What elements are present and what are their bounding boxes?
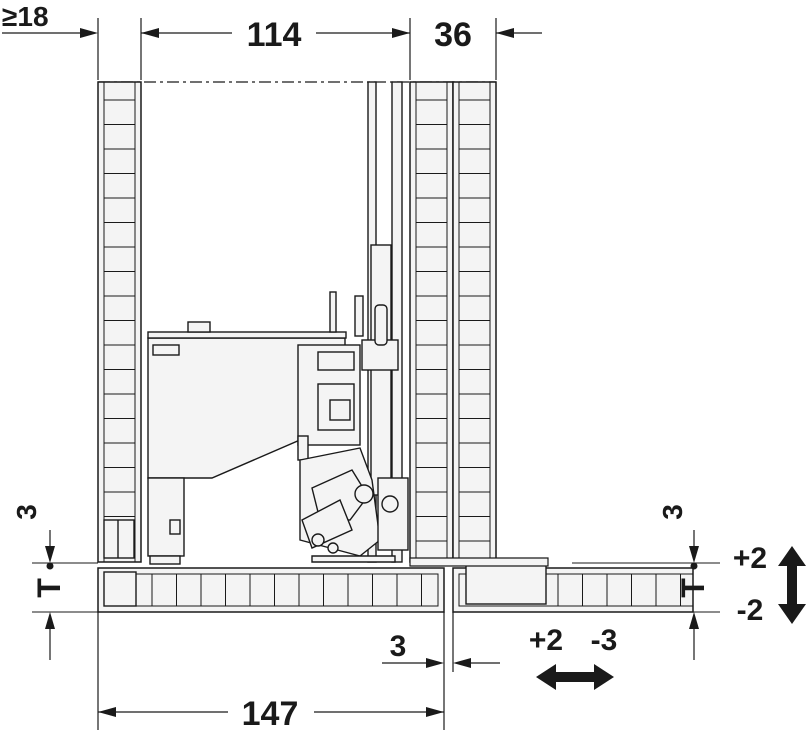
top-extension-lines (97, 18, 497, 80)
label-horizontal-minus: -3 (591, 624, 618, 657)
label-right-t: T (675, 578, 711, 598)
label-horizontal-plus: +2 (529, 624, 563, 657)
label-left-t: T (31, 578, 67, 598)
label-vertical-plus: +2 (733, 542, 767, 575)
bottom-panel-right (409, 557, 694, 613)
label-147: 147 (242, 695, 299, 730)
horizontal-double-arrow-icon (536, 664, 614, 690)
label-min-18: ≥18 (2, 1, 49, 32)
right-side-panel-inner (409, 81, 454, 563)
vertical-adjustment: +2 -2 (733, 542, 806, 627)
dimension-top-left: ≥18 (2, 1, 98, 38)
label-right-offset: 3 (657, 504, 688, 520)
dimension-bottom-width: 147 (97, 612, 444, 730)
right-side-panel-outer (452, 81, 497, 563)
label-bottom-gap: 3 (390, 630, 407, 663)
bottom-panel-left (97, 567, 445, 613)
dimension-top-right: 36 (434, 16, 542, 54)
label-114: 114 (247, 16, 302, 54)
label-36: 36 (434, 16, 472, 54)
left-side-panel (97, 81, 142, 563)
left-panel-foot (103, 519, 135, 559)
label-left-offset: 3 (11, 504, 42, 520)
door-edge (361, 81, 403, 563)
dimension-top-middle: 114 (141, 16, 410, 54)
label-vertical-minus: -2 (737, 594, 764, 627)
dimension-right-t: 3 T (657, 504, 711, 660)
hinge-arms (299, 447, 409, 563)
vertical-double-arrow-icon (778, 546, 806, 624)
dimension-bottom-gap: 3 (382, 612, 500, 730)
horizontal-adjustment: +2 -3 (529, 624, 617, 690)
hinge-body (147, 291, 364, 565)
dimension-left-t: 3 T (11, 504, 67, 660)
